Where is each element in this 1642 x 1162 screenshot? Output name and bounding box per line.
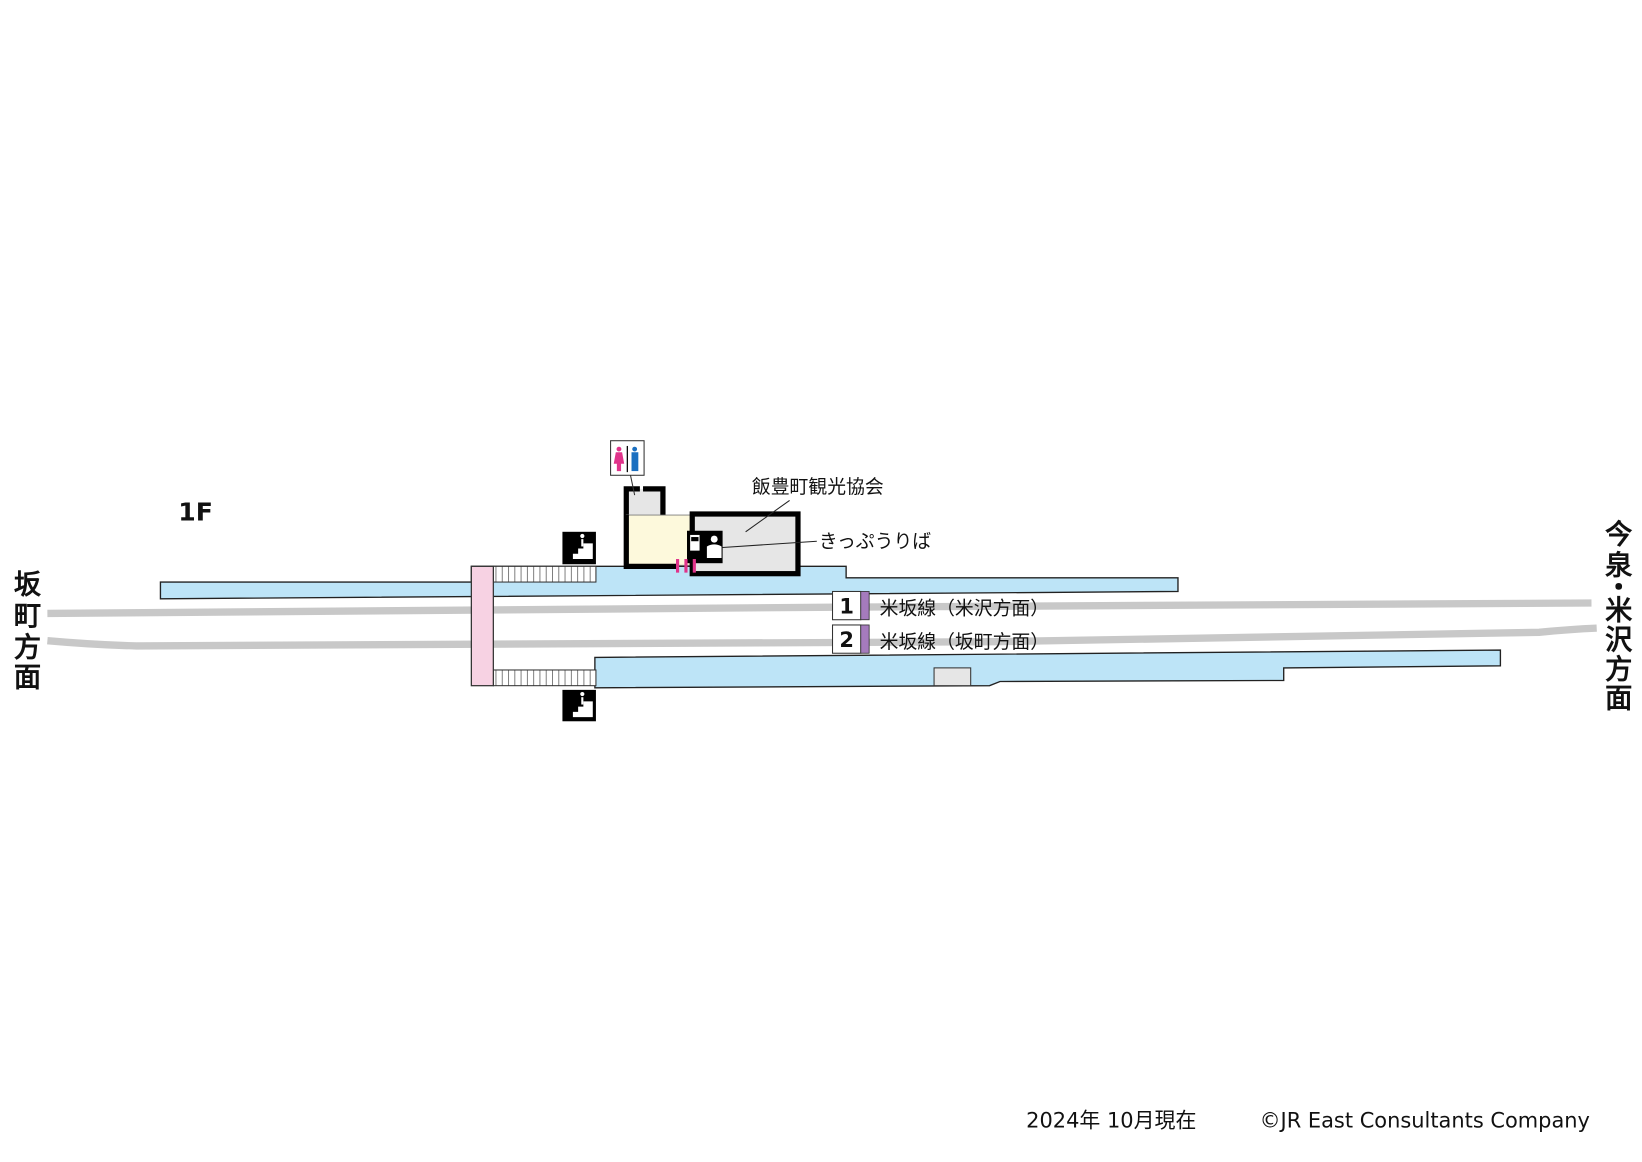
restroom-wall	[623, 486, 640, 516]
floor-label: 1F	[178, 497, 213, 526]
stairs-upper	[492, 565, 597, 583]
platform-1-sign: 1	[831, 590, 870, 621]
direction-char: 面	[14, 663, 41, 694]
ticket-office-label: きっぷうりば	[819, 531, 931, 553]
platform-2-sign: 2	[831, 624, 870, 654]
platform-2-line: 米坂線（坂町方面）	[880, 631, 1049, 653]
stairs-lower	[492, 669, 597, 687]
direction-left: 坂 町 方 面	[14, 570, 42, 694]
platform-lower	[594, 649, 1502, 689]
tourism-office-leader	[745, 499, 790, 533]
direction-char: 米	[1605, 596, 1633, 627]
track-1	[47, 599, 1592, 618]
waiting-room-wall	[623, 515, 679, 569]
restroom-icon	[610, 440, 645, 496]
ticket-gate-icon	[676, 559, 696, 573]
stairs-icon	[562, 689, 596, 722]
direction-char: 方	[14, 631, 41, 663]
overpass	[470, 565, 494, 687]
footer-copyright: ©JR East Consultants Company	[1260, 1108, 1590, 1132]
direction-char: 坂	[14, 570, 42, 601]
platform-number: 2	[839, 628, 854, 652]
platform-number: 1	[839, 594, 854, 618]
direction-char: 今	[1605, 518, 1633, 550]
ticket-office-leader	[722, 540, 817, 549]
direction-char: 町	[14, 601, 41, 632]
ticket-staff-icon	[706, 535, 722, 558]
direction-char: 泉	[1605, 550, 1633, 582]
waiting-room	[625, 514, 694, 566]
stairs-icon	[562, 531, 596, 565]
restroom-wall-right	[643, 486, 666, 516]
platform-upper	[159, 565, 1179, 600]
direction-char: 方	[1605, 653, 1632, 685]
restroom	[626, 488, 664, 516]
direction-right: 今 泉 ・ 米 沢 方 面	[1605, 518, 1633, 714]
track-2	[47, 624, 1597, 650]
footer-date: 2024年 10月現在	[1026, 1108, 1196, 1132]
platform-1-line: 米坂線（米沢方面）	[880, 597, 1049, 619]
direction-char: 沢	[1605, 625, 1633, 656]
tourism-office-label: 飯豊町観光協会	[752, 476, 884, 498]
direction-char: ・	[1605, 573, 1632, 604]
platform-structure	[933, 667, 972, 687]
direction-char: 面	[1605, 684, 1632, 715]
